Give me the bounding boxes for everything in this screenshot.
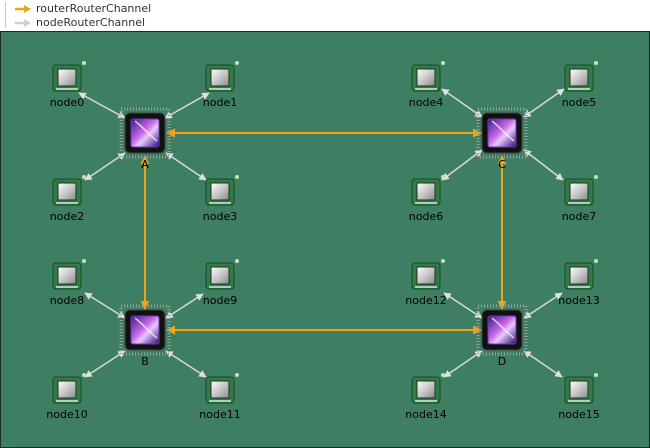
chip-pins — [476, 107, 528, 159]
channel-node11-b[interactable] — [165, 350, 207, 378]
router-label: D — [498, 355, 506, 368]
channel-node10-b[interactable] — [84, 350, 126, 378]
node-label: node8 — [50, 294, 84, 307]
chip-pins — [476, 304, 528, 356]
channel-node14-d[interactable] — [443, 350, 483, 378]
node-node12[interactable]: node12 — [405, 259, 447, 307]
legend-label-router-channel: routerRouterChannel — [36, 2, 152, 15]
router-b[interactable]: B — [119, 304, 171, 368]
node-label: node11 — [199, 408, 240, 421]
channel-node0-a[interactable] — [78, 92, 126, 119]
orange-arrow-icon — [15, 5, 31, 13]
node-node4[interactable]: node4 — [409, 61, 445, 109]
status-led-icon — [82, 175, 86, 179]
status-led-icon — [235, 259, 239, 263]
channel-node12-d[interactable] — [443, 292, 483, 319]
node-node9[interactable]: node9 — [203, 259, 239, 307]
status-led-icon — [594, 373, 598, 377]
status-led-icon — [82, 373, 86, 377]
status-led-icon — [594, 61, 598, 65]
channel-node5-c[interactable] — [523, 88, 565, 118]
node-label: node3 — [203, 210, 237, 223]
status-led-icon — [82, 259, 86, 263]
node-node8[interactable]: node8 — [50, 259, 86, 307]
node-label: node15 — [558, 408, 599, 421]
channel-node4-c[interactable] — [441, 88, 483, 118]
channel-node9-b[interactable] — [165, 293, 204, 319]
node-channels — [78, 88, 565, 378]
status-led-icon — [235, 175, 239, 179]
node-node1[interactable]: node1 — [203, 61, 239, 109]
node-node15[interactable]: node15 — [558, 373, 600, 421]
node-label: node0 — [50, 96, 84, 109]
router-label: A — [141, 158, 149, 171]
status-led-icon — [441, 175, 445, 179]
legend-label-node-channel: nodeRouterChannel — [36, 16, 146, 29]
channel-legend: routerRouterChannel nodeRouterChannel — [0, 0, 650, 31]
node-label: node13 — [558, 294, 599, 307]
node-label: node5 — [562, 96, 596, 109]
chip-pins — [119, 107, 171, 159]
node-node7[interactable]: node7 — [562, 175, 598, 223]
router-channels — [140, 128, 507, 335]
status-led-icon — [594, 259, 598, 263]
node-label: node14 — [405, 408, 446, 421]
legend-divider — [5, 2, 6, 28]
chip-pins — [119, 304, 171, 356]
node-label: node7 — [562, 210, 596, 223]
status-led-icon — [594, 175, 598, 179]
channel-node8-b[interactable] — [84, 292, 126, 319]
node-label: node2 — [50, 210, 84, 223]
channel-node13-d[interactable] — [523, 292, 563, 319]
channel-node3-a[interactable] — [165, 152, 207, 181]
node-node11[interactable]: node11 — [199, 373, 241, 421]
channel-node7-c[interactable] — [523, 149, 564, 181]
router-label: B — [141, 355, 149, 368]
status-led-icon — [441, 61, 445, 65]
status-led-icon — [235, 373, 239, 377]
node-node3[interactable]: node3 — [203, 175, 239, 223]
routers: A C B D — [119, 107, 528, 368]
node-label: node12 — [405, 294, 446, 307]
node-label: node1 — [203, 96, 237, 109]
router-label: C — [498, 158, 506, 171]
gray-arrow-icon — [15, 19, 31, 27]
node-label: node9 — [203, 294, 237, 307]
node-node0[interactable]: node0 — [50, 61, 86, 109]
node-node5[interactable]: node5 — [562, 61, 598, 109]
channel-node6-c[interactable] — [441, 149, 483, 181]
channel-node1-a[interactable] — [164, 92, 210, 119]
status-led-icon — [82, 61, 86, 65]
router-c[interactable]: C — [476, 107, 528, 171]
channel-node2-a[interactable] — [84, 152, 126, 181]
node-node13[interactable]: node13 — [558, 259, 600, 307]
legend-item-router-channel[interactable]: routerRouterChannel — [14, 2, 151, 16]
router-a[interactable]: A — [119, 107, 171, 171]
status-led-icon — [441, 373, 445, 377]
status-led-icon — [235, 61, 239, 65]
network-diagram: node0 node1 node2 node3 — [46, 61, 600, 421]
node-label: node10 — [46, 408, 87, 421]
node-label: node6 — [409, 210, 443, 223]
node-node6[interactable]: node6 — [409, 175, 445, 223]
node-node2[interactable]: node2 — [50, 175, 86, 223]
node-node14[interactable]: node14 — [405, 373, 447, 421]
router-d[interactable]: D — [476, 304, 528, 368]
legend-item-node-channel[interactable]: nodeRouterChannel — [14, 16, 145, 30]
node-label: node4 — [409, 96, 443, 109]
compute-nodes: node0 node1 node2 node3 — [46, 61, 600, 421]
channel-node15-d[interactable] — [523, 350, 563, 378]
node-node10[interactable]: node10 — [46, 373, 88, 421]
status-led-icon — [441, 259, 445, 263]
